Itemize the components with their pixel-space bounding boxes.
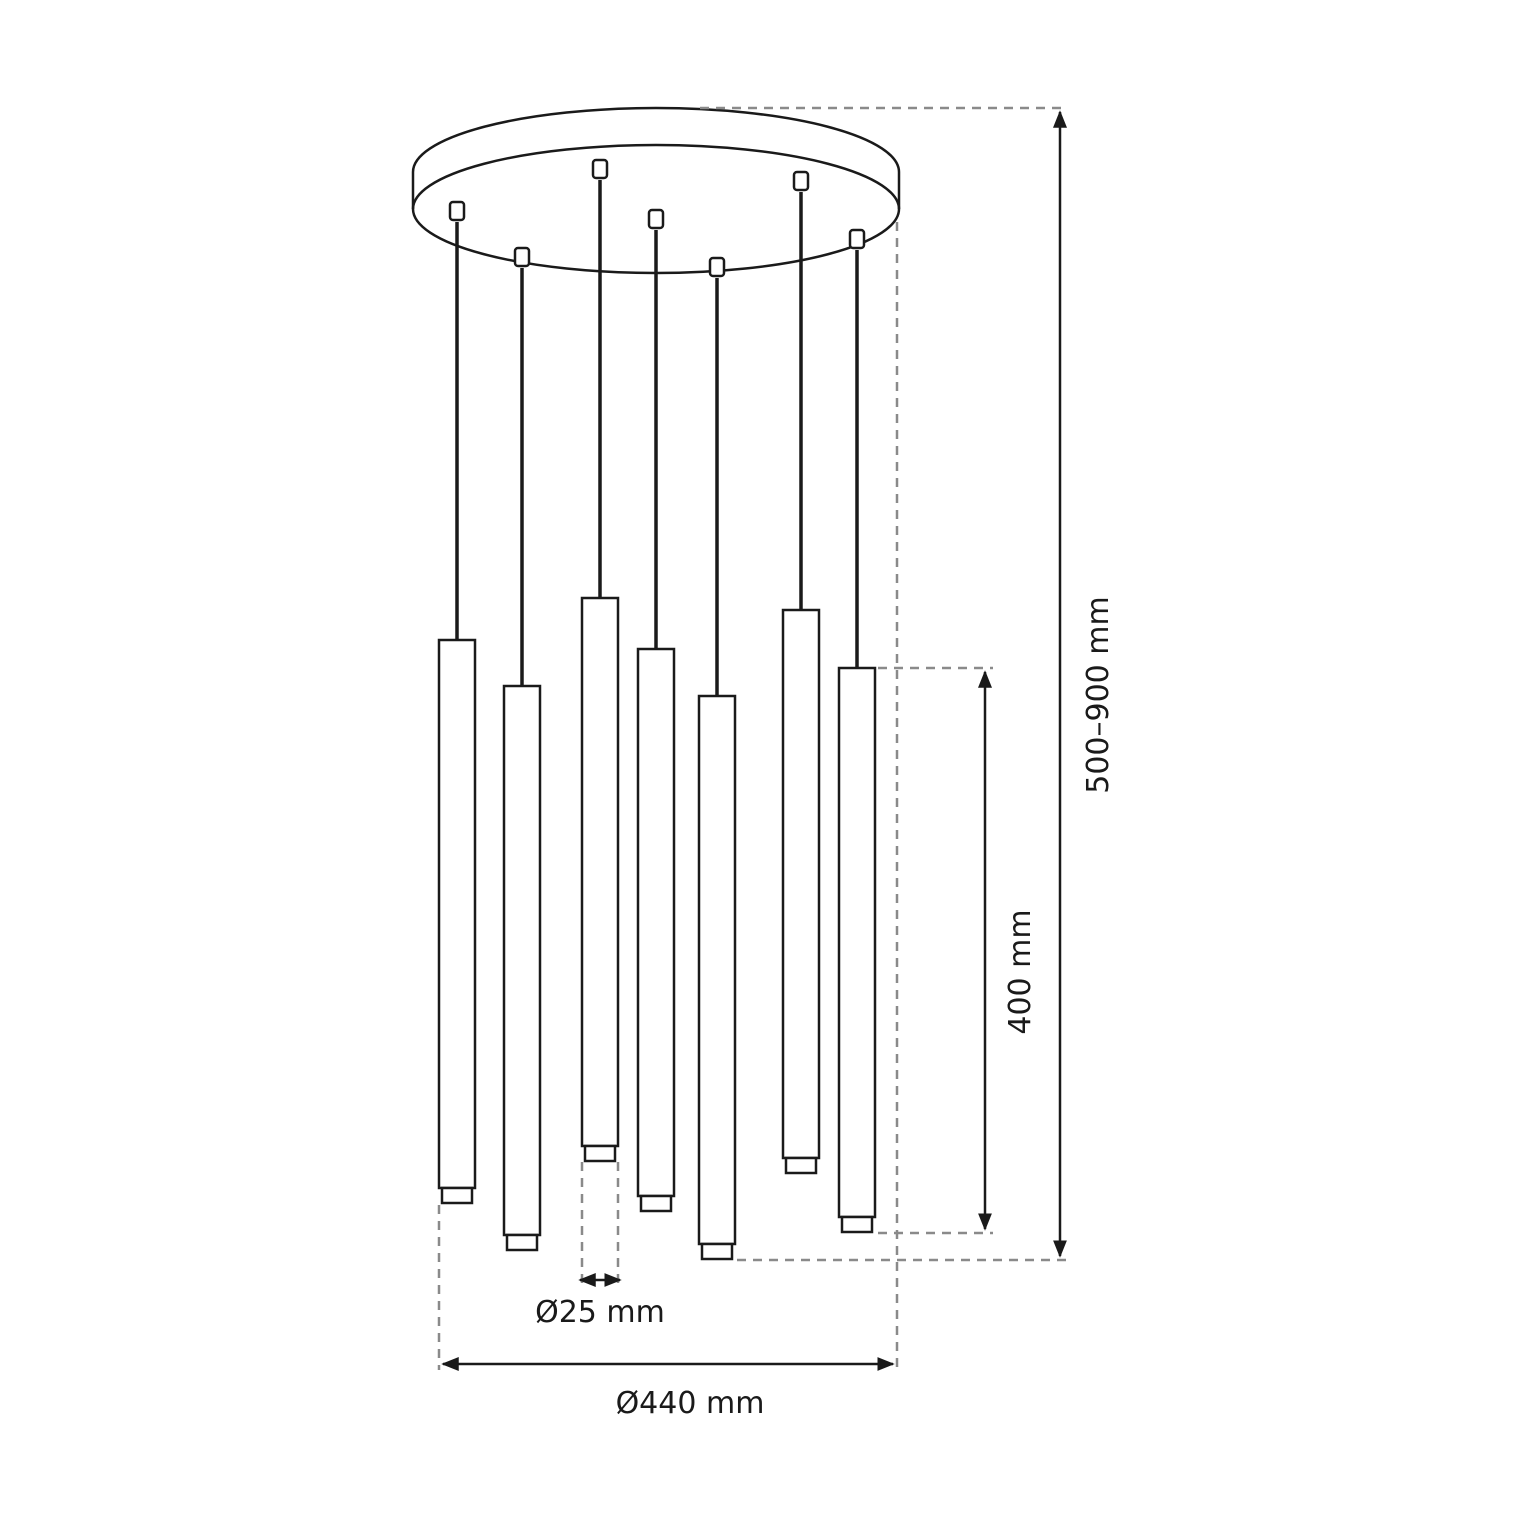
tube-shade <box>837 666 877 1219</box>
canopy-diameter-label: Ø440 mm <box>616 1386 765 1421</box>
tube-shade <box>636 647 676 1198</box>
cable-holder <box>591 158 609 180</box>
cable-holder <box>792 170 810 192</box>
lamp-end-cap <box>583 1144 617 1163</box>
pendant-1 <box>437 200 477 1205</box>
canopy-diameter-dimension: Ø440 mm <box>437 222 899 1421</box>
lamp-end-cap <box>440 1186 474 1205</box>
cable-holder <box>708 256 726 278</box>
pendants <box>437 158 877 1261</box>
pendant-7 <box>837 228 877 1234</box>
pendant-5 <box>697 256 737 1261</box>
pendant-6 <box>781 170 821 1175</box>
tube-shade <box>781 608 821 1160</box>
lamp-end-cap <box>784 1156 818 1175</box>
shade-diameter-dimension: Ø25 mm <box>535 1162 665 1330</box>
tube-shade <box>697 694 737 1246</box>
pendant-2 <box>502 246 542 1252</box>
cable-holder <box>647 208 665 230</box>
cable-holder <box>848 228 866 250</box>
lamp-end-cap <box>840 1215 874 1234</box>
tube-shade <box>437 638 477 1190</box>
lamp-end-cap <box>505 1233 539 1252</box>
cable-holder <box>448 200 466 222</box>
shade-length-dimension: 400 mm <box>878 666 1038 1235</box>
shade-length-label: 400 mm <box>1003 909 1038 1034</box>
pendant-3 <box>580 158 620 1163</box>
lamp-end-cap <box>639 1194 673 1213</box>
tube-shade <box>580 596 620 1148</box>
height-dimension: 500–900 mm <box>700 106 1116 1262</box>
overall-height-label: 500–900 mm <box>1081 596 1116 794</box>
tube-shade <box>502 684 542 1237</box>
lamp-end-cap <box>700 1242 734 1261</box>
shade-diameter-label: Ø25 mm <box>535 1295 665 1330</box>
cable-holder <box>513 246 531 268</box>
pendant-4 <box>636 208 676 1213</box>
